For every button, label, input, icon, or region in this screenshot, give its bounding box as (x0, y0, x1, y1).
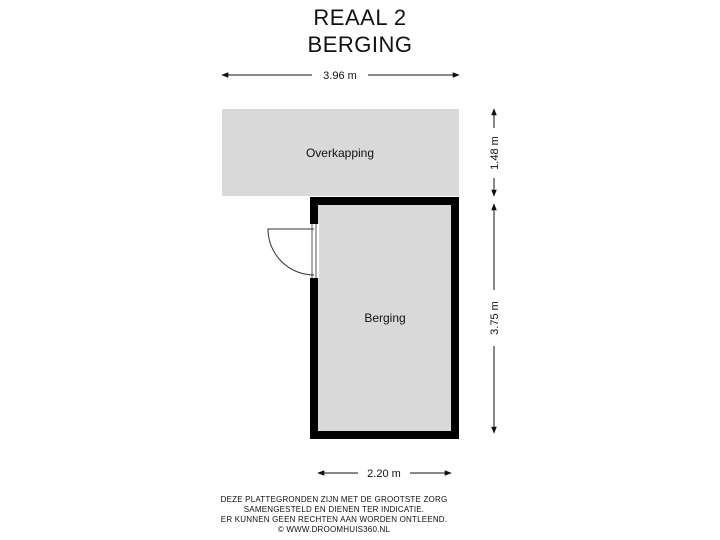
disclaimer-copyright: © WWW.DROOMHUIS360.NL (277, 525, 391, 534)
disclaimer-line: ER KUNNEN GEEN RECHTEN AAN WORDEN ONTLEE… (220, 515, 448, 524)
disclaimer: DEZE PLATTEGRONDEN ZIJN MET DE GROOTSTE … (0, 495, 668, 535)
berging-label: Berging (364, 311, 405, 325)
berging-floor (318, 205, 451, 431)
overkapping-area (222, 109, 459, 196)
dimension-top-width-label: 3.96 m (323, 70, 357, 82)
disclaimer-line: DEZE PLATTEGRONDEN ZIJN MET DE GROOTSTE … (220, 495, 448, 504)
overkapping-label: Overkapping (306, 146, 374, 160)
dimension-overkapping-depth: 1.48 m (489, 108, 501, 197)
dimension-berging-depth: 3.75 m (489, 203, 501, 434)
dimension-berging-width: 2.20 m (317, 468, 452, 480)
dimension-top-width: 3.96 m (221, 70, 460, 82)
door (267, 224, 319, 278)
plan-subtitle: BERGING (307, 32, 413, 57)
dimension-berging-width-label: 2.20 m (367, 468, 401, 480)
disclaimer-line: SAMENGESTELD EN DIENEN TER INDICATIE. (243, 505, 425, 514)
dimension-overkapping-depth-label: 1.48 m (489, 136, 501, 170)
plan-title: REAAL 2 (313, 5, 407, 30)
dimension-berging-depth-label: 3.75 m (489, 301, 501, 335)
